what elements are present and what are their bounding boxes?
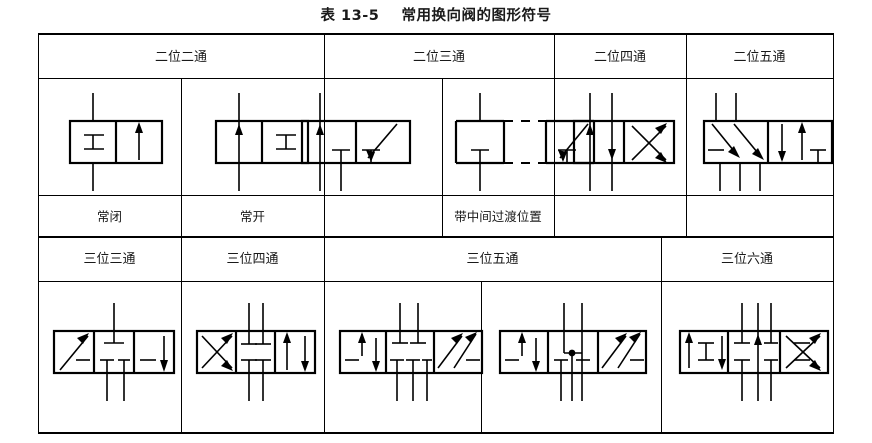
symbol-two-pos-three-way <box>296 88 426 198</box>
header-three-pos-four-way: 三位四通 <box>226 252 279 267</box>
row1-row2-separator <box>38 236 834 239</box>
table-top-border <box>38 33 834 36</box>
row1-symbol-divider <box>38 195 834 196</box>
row1-divider-3-4way <box>554 33 555 236</box>
symbol-table: 二位二通 二位三通 二位四通 二位五通 常闭 常开 带中间过渡位置 三位三通 三… <box>38 33 836 435</box>
symbol-three-pos-five-way-b <box>496 298 651 408</box>
row1-subdivider-3way <box>442 78 443 236</box>
header-three-pos-six-way: 三位六通 <box>720 252 773 267</box>
table-right-border <box>833 33 834 432</box>
symbol-three-pos-six-way <box>676 298 836 408</box>
page-title: 表 13-5 常用换向阀的图形符号 <box>320 8 552 24</box>
row1-header-divider <box>38 78 834 79</box>
row2-divider-3-4way <box>181 236 182 432</box>
caption-transition-position: 带中间过渡位置 <box>454 209 542 224</box>
row1-subdivider-nc-no <box>181 78 182 236</box>
header-two-pos-five-way: 二位五通 <box>733 50 786 65</box>
symbol-two-pos-four-way <box>568 88 688 198</box>
header-three-pos-five-way: 三位五通 <box>466 252 519 267</box>
symbol-three-pos-four-way <box>193 298 323 408</box>
table-left-border <box>38 33 39 432</box>
row2-header-divider <box>38 281 834 282</box>
header-two-pos-two-way: 二位二通 <box>154 50 207 65</box>
caption-normally-open: 常开 <box>239 209 265 224</box>
row2-divider-4-5way <box>324 236 325 432</box>
header-two-pos-three-way: 二位三通 <box>412 50 465 65</box>
symbol-three-pos-three-way <box>48 298 183 408</box>
row1-divider-4-5way <box>686 33 687 236</box>
symbol-two-pos-two-way-no <box>210 88 320 198</box>
symbol-two-pos-five-way <box>698 88 843 198</box>
row2-divider-5-6way <box>661 236 662 432</box>
table-bottom-border <box>38 432 834 435</box>
symbol-two-pos-two-way-nc <box>64 88 174 198</box>
symbol-three-pos-five-way-a <box>336 298 486 408</box>
row1-divider-2-3way <box>324 33 325 236</box>
caption-normally-closed: 常闭 <box>96 209 122 224</box>
header-three-pos-three-way: 三位三通 <box>83 252 136 267</box>
header-two-pos-four-way: 二位四通 <box>593 50 646 65</box>
